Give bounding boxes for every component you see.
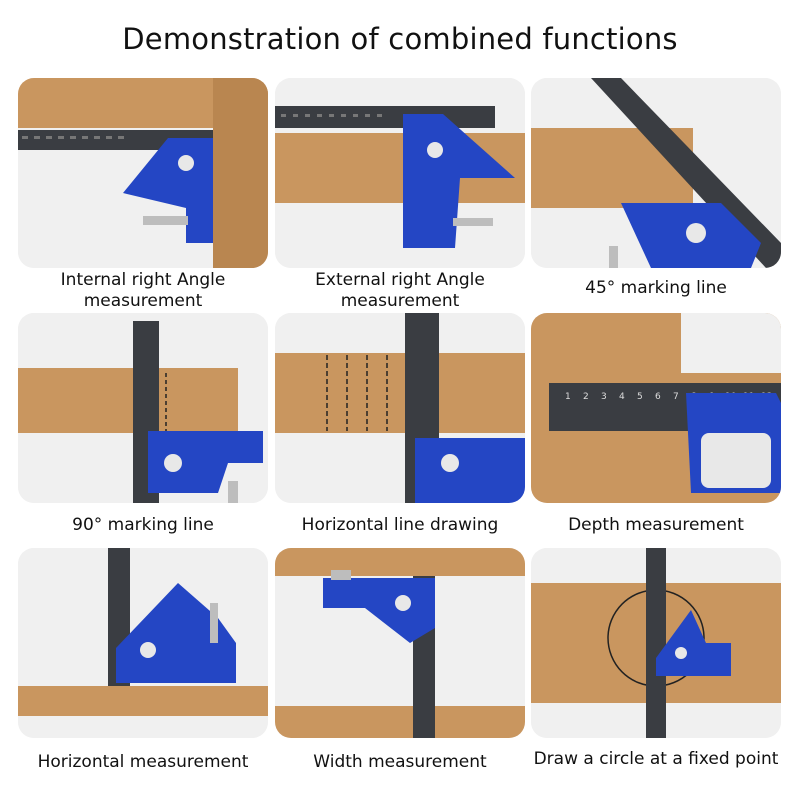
panel-circle bbox=[531, 548, 781, 738]
svg-text:6: 6 bbox=[655, 392, 661, 402]
caption: Draw a circle at a fixed point bbox=[533, 749, 779, 769]
svg-text:7: 7 bbox=[673, 392, 679, 402]
caption: 45° marking line bbox=[585, 278, 727, 298]
panel-depth: 123 456 789 101112 bbox=[531, 313, 781, 503]
svg-text:5: 5 bbox=[637, 392, 643, 402]
caption: Internal right Angle measurement bbox=[60, 270, 226, 311]
internal-right-angle-icon bbox=[18, 78, 268, 268]
45-degree-marking-icon bbox=[531, 78, 781, 268]
circle-drawing-icon bbox=[531, 548, 781, 738]
panel-external-right-angle bbox=[275, 78, 525, 268]
caption: Width measurement bbox=[313, 752, 487, 772]
caption: Horizontal line drawing bbox=[301, 515, 499, 535]
svg-text:2: 2 bbox=[583, 392, 589, 402]
caption: 90° marking line bbox=[72, 515, 214, 535]
page-title: Demonstration of combined functions bbox=[122, 22, 678, 56]
svg-text:4: 4 bbox=[619, 392, 625, 402]
panel-horizontal-line bbox=[275, 313, 525, 503]
90-degree-marking-icon bbox=[18, 313, 268, 503]
panel-horizontal-measurement bbox=[18, 548, 268, 738]
caption: Depth measurement bbox=[568, 515, 744, 535]
svg-text:1: 1 bbox=[565, 392, 571, 402]
svg-text:3: 3 bbox=[601, 392, 607, 402]
panel-internal-right-angle bbox=[18, 78, 268, 268]
caption: External right Angle measurement bbox=[315, 270, 485, 311]
caption: Horizontal measurement bbox=[37, 752, 249, 772]
width-measurement-icon bbox=[275, 548, 525, 738]
panel-90-marking bbox=[18, 313, 268, 503]
panel-45-marking bbox=[531, 78, 781, 268]
horizontal-measurement-icon bbox=[18, 548, 268, 738]
panel-width bbox=[275, 548, 525, 738]
horizontal-line-drawing-icon bbox=[275, 313, 525, 503]
external-right-angle-icon bbox=[275, 78, 525, 268]
depth-measurement-icon: 123 456 789 101112 bbox=[531, 313, 781, 503]
